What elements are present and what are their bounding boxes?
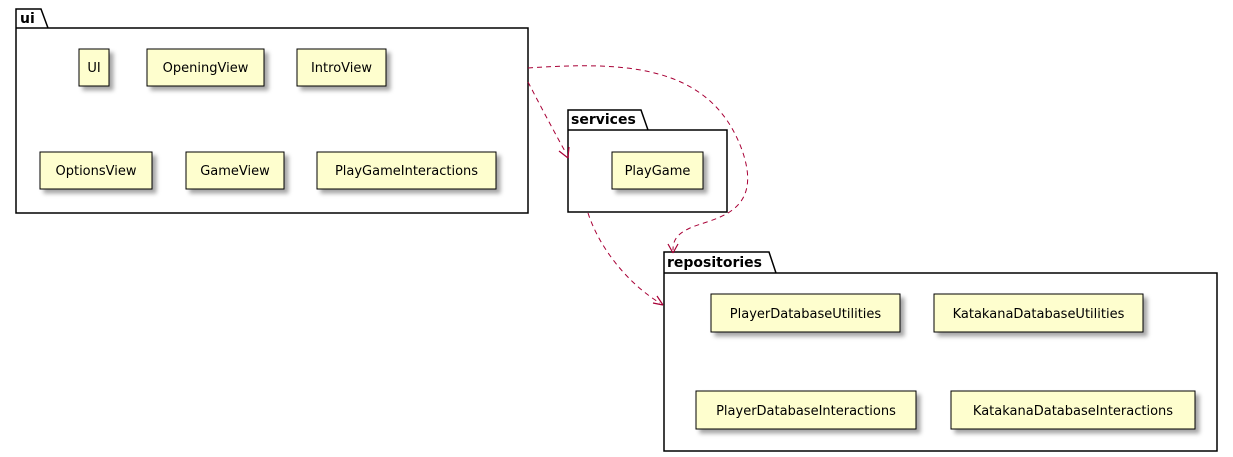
class-ui-label: UI [87,61,100,76]
class-optionsview-label: OptionsView [55,164,136,179]
package-repositories: repositories PlayerDatabaseUtilities Kat… [663,251,1218,452]
package-services: services PlayGame [567,109,728,213]
class-openingview: OpeningView [146,48,265,87]
class-optionsview: OptionsView [39,151,153,190]
package-ui: ui UI OpeningView IntroView OptionsView … [15,8,529,214]
dependency-services-to-repositories [587,212,664,306]
class-openingview-label: OpeningView [163,61,249,76]
dependency-line [527,65,749,251]
dependency-ui-to-repositories [527,65,749,254]
class-playerdatabaseinteractions-box [695,390,917,430]
class-gameview-box [185,151,285,190]
class-playerdatabaseutilities-box [710,293,901,333]
class-gameview: GameView [185,151,285,190]
class-playerdatabaseinteractions-label: PlayerDatabaseInteractions [716,404,896,419]
class-playerdatabaseutilities: PlayerDatabaseUtilities [710,293,901,333]
package-ui-name: ui [20,11,35,27]
class-playgameinteractions-label: PlayGameInteractions [335,164,478,179]
class-optionsview-box [39,151,153,190]
class-katakanadatabaseinteractions: KatakanaDatabaseInteractions [950,390,1196,430]
package-repositories-name: repositories [667,255,762,271]
class-ui-box [78,48,110,87]
dependency-line [527,81,567,154]
class-katakanadatabaseinteractions-label: KatakanaDatabaseInteractions [973,404,1173,419]
class-playgame-label: PlayGame [625,164,691,179]
dependency-arrowhead [667,243,679,254]
dependency-arrowhead [652,295,664,306]
class-gameview-label: GameView [200,164,270,179]
class-ui: UI [78,48,110,87]
class-openingview-box [146,48,265,87]
package-services-name: services [571,112,636,128]
class-katakanadatabaseutilities-box [933,293,1144,333]
class-katakanadatabaseutilities-label: KatakanaDatabaseUtilities [953,307,1125,322]
class-katakanadatabaseinteractions-box [950,390,1196,430]
class-playerdatabaseinteractions: PlayerDatabaseInteractions [695,390,917,430]
class-playerdatabaseutilities-label: PlayerDatabaseUtilities [730,307,882,322]
class-playgame: PlayGame [611,151,704,190]
dependency-arrowhead [558,146,570,159]
dependency-ui-to-services [527,81,570,159]
class-katakanadatabaseutilities: KatakanaDatabaseUtilities [933,293,1144,333]
class-introview: IntroView [296,48,387,87]
class-playgame-box [611,151,704,190]
class-introview-label: IntroView [311,61,372,76]
class-playgameinteractions-box [316,151,497,190]
class-introview-box [296,48,387,87]
class-playgameinteractions: PlayGameInteractions [316,151,497,190]
dependency-line [587,212,661,304]
